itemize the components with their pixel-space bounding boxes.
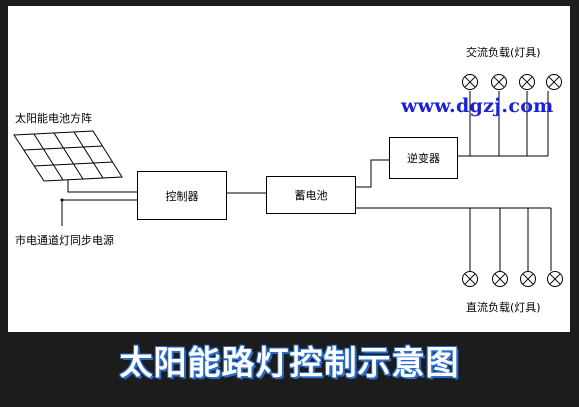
grid-sync-label: 市电通道灯同步电源 (15, 234, 114, 247)
diagram-caption: 太阳能路灯控制示意图 (119, 343, 460, 382)
ac-lamp-icon (491, 74, 507, 90)
dc-lamp-icon (462, 271, 478, 287)
battery-inverter-wire (356, 159, 389, 188)
watermark-url: www.dgzj.com (401, 95, 554, 117)
ac-lamp-icon (546, 74, 562, 90)
ac-load-label: 交流负载(灯具) (466, 46, 541, 59)
controller-block: 控制器 (137, 171, 227, 220)
dc-lamp-icon (520, 271, 536, 287)
ac-lamp-icon (462, 74, 478, 90)
battery-block: 蓄电池 (266, 176, 356, 214)
solar-array-label: 太阳能电池方阵 (15, 112, 92, 125)
ac-lamp-icon (519, 74, 535, 90)
grid-sync-wire (61, 199, 137, 226)
solar-wire (67, 180, 137, 193)
dc-lamp-icon (547, 271, 563, 287)
dc-load-label: 直流负载(灯具) (466, 301, 541, 314)
inverter-block: 逆变器 (389, 137, 458, 179)
solar-panel-array-icon (13, 130, 123, 182)
dc-lamp-icon (492, 271, 508, 287)
